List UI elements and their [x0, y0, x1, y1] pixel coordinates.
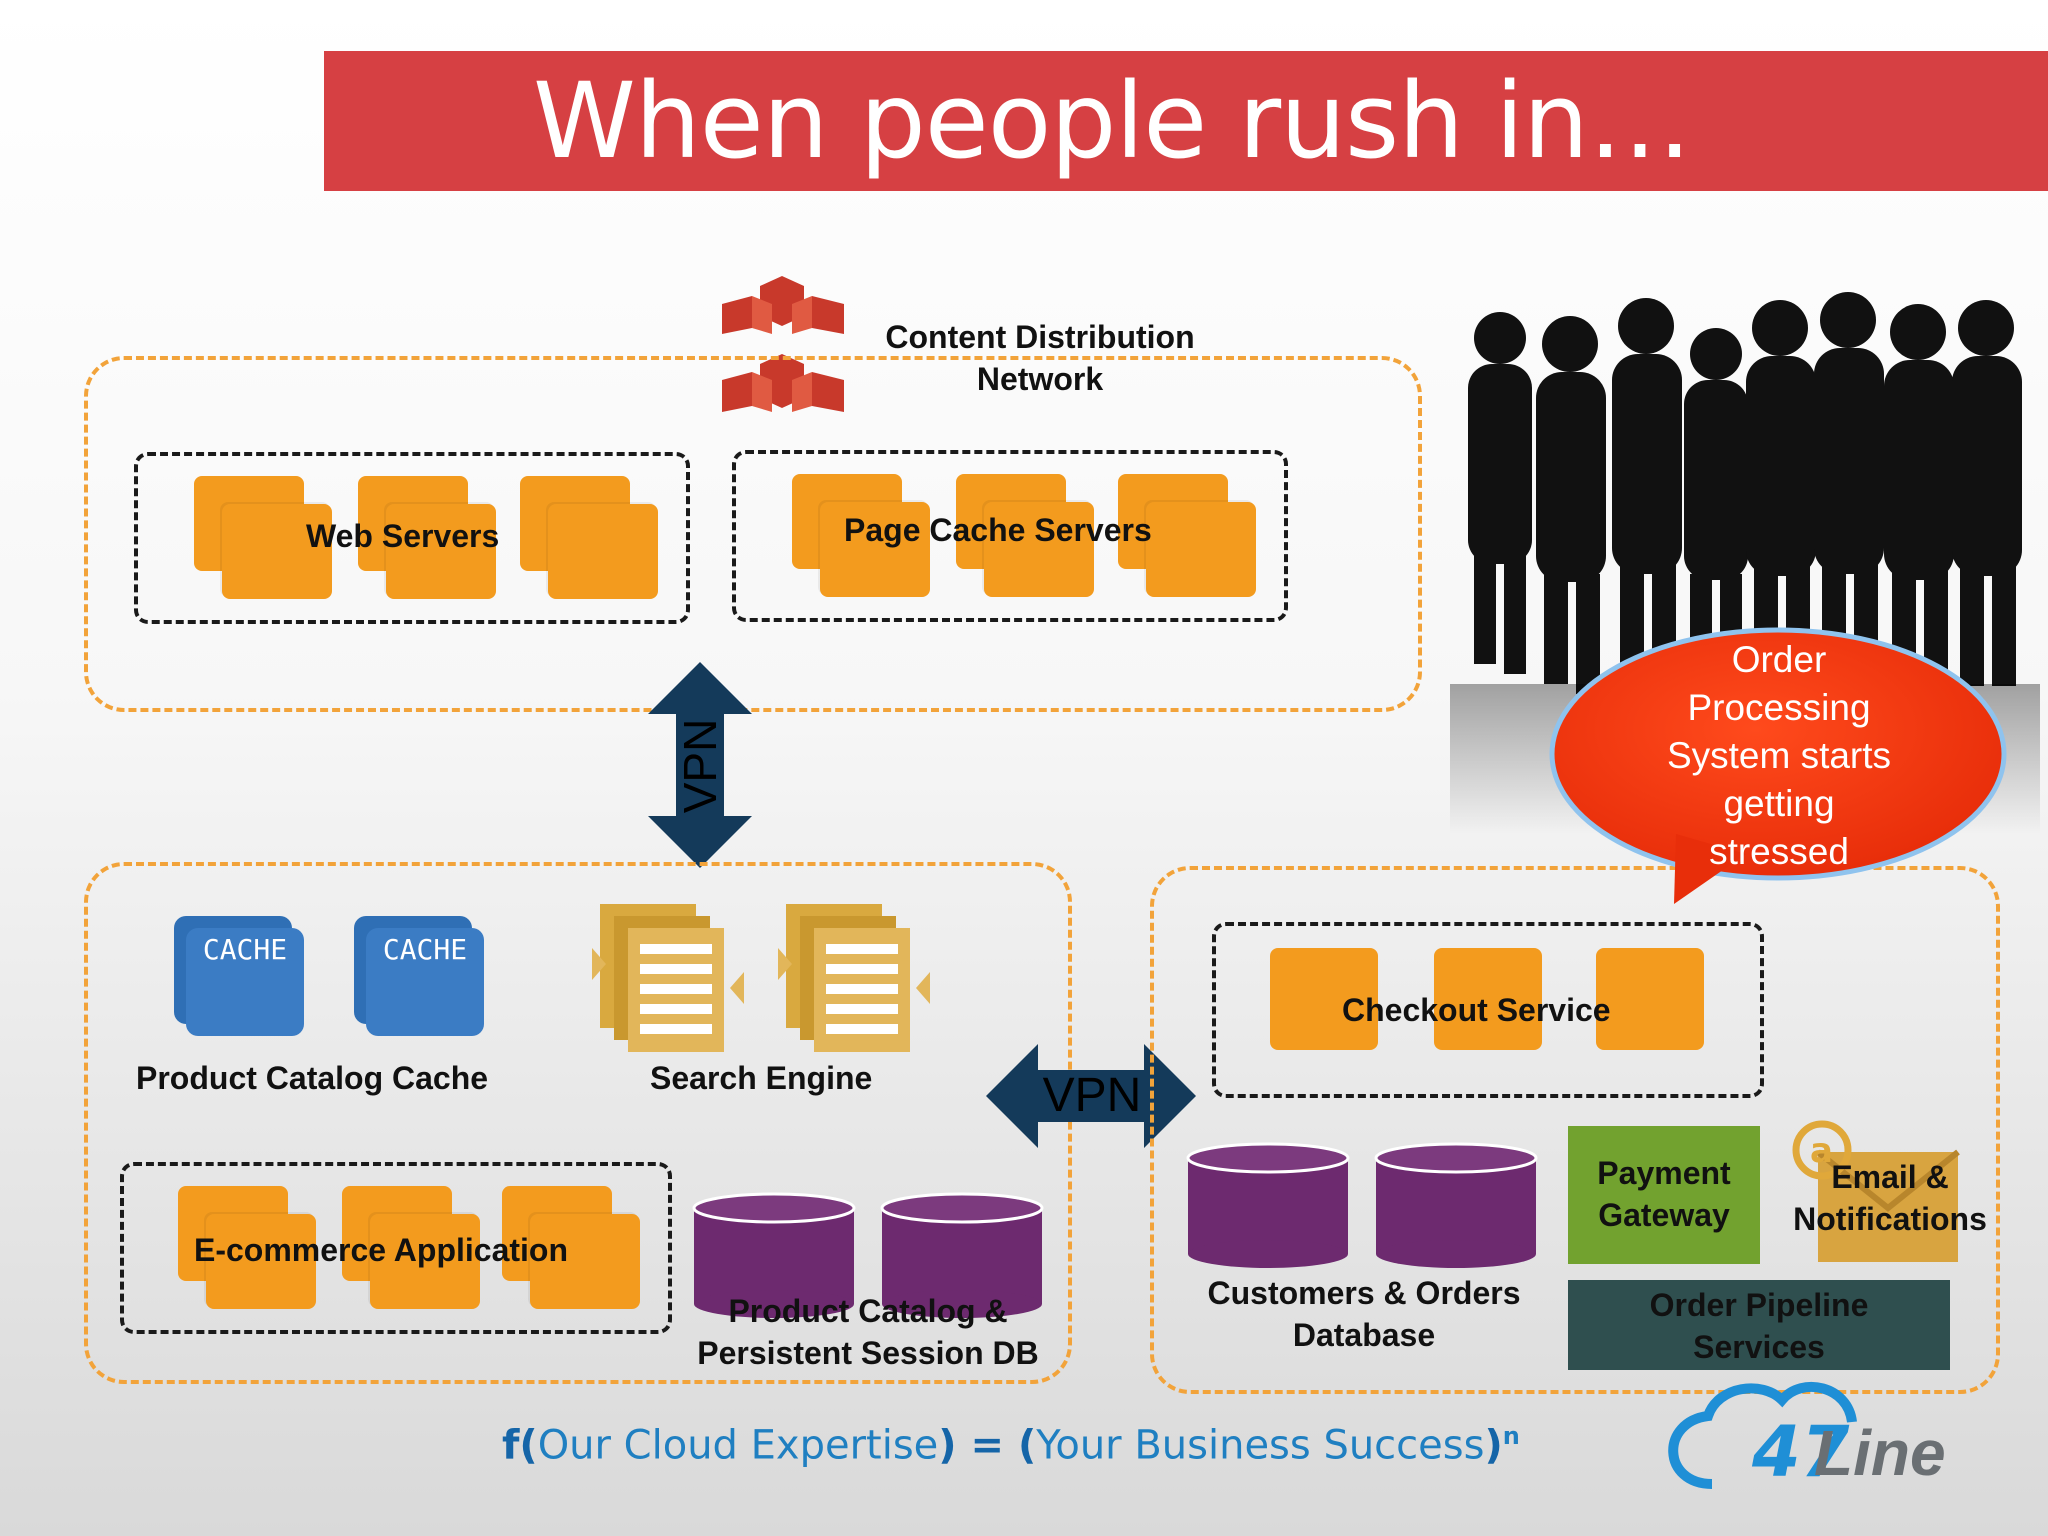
- page-cache-label: Page Cache Servers: [844, 512, 1152, 548]
- vpn-horizontal-label: VPN: [1042, 1069, 1142, 1122]
- vpn-vertical-label: VPN: [674, 718, 726, 814]
- logo-text: Line: [1814, 1417, 1946, 1489]
- search-engine-icon: [778, 904, 930, 1052]
- title-bar: [324, 51, 2048, 191]
- speech-bubble: [1549, 627, 2007, 904]
- page-title: When people rush in…: [533, 60, 1692, 182]
- footer-formula: f(Our Cloud Expertise) = (Your Business …: [502, 1422, 1520, 1469]
- checkout-tile: [1434, 948, 1542, 1050]
- email-icon: a: [1792, 1120, 1960, 1262]
- order-region: [1150, 866, 2000, 1394]
- ecommerce-tile: [342, 1186, 480, 1309]
- cache-icon: CACHE: [354, 916, 484, 1036]
- web-server-tile: [358, 476, 496, 599]
- web-tier-region: [84, 356, 1422, 712]
- cdn-icon: [722, 276, 844, 412]
- cdn-label: Content Distribution Network: [885, 319, 1195, 397]
- search-engine-label: Search Engine: [650, 1060, 873, 1096]
- ecommerce-label: E-commerce Application: [194, 1232, 569, 1268]
- web-servers-label: Web Servers: [306, 518, 500, 554]
- catalog-region: [84, 862, 1072, 1384]
- checkout-tile: [1596, 948, 1704, 1050]
- web-servers-group: [134, 452, 690, 624]
- company-logo: 47: [1668, 1381, 1857, 1493]
- page-cache-group: [732, 450, 1288, 622]
- product-db-label: Product Catalog &Persistent Session DB: [697, 1293, 1039, 1371]
- vpn-horizontal-arrow: [986, 1044, 1196, 1148]
- ecommerce-tile: [502, 1186, 640, 1309]
- checkout-tile: [1270, 948, 1378, 1050]
- search-engine-icon: [592, 904, 744, 1052]
- database-icon: [1186, 1142, 1538, 1268]
- vpn-vertical-arrow: [648, 662, 752, 868]
- product-catalog-cache-label: Product Catalog Cache: [136, 1060, 489, 1096]
- page-cache-tile: [1118, 474, 1256, 597]
- web-server-tile: [520, 476, 658, 599]
- page-cache-tile: [792, 474, 930, 597]
- ecommerce-group: [120, 1162, 672, 1334]
- ecommerce-tile: [178, 1186, 316, 1309]
- bubble-text: Order Processing System starts getting s…: [1666, 639, 1892, 872]
- page-cache-tile: [956, 474, 1094, 597]
- checkout-label: Checkout Service: [1342, 992, 1611, 1028]
- checkout-group: [1212, 922, 1764, 1098]
- svg-text:a: a: [1810, 1131, 1833, 1171]
- cache-icon: CACHE: [174, 916, 304, 1036]
- web-server-tile: [194, 476, 332, 599]
- email-label: Email &Notifications: [1793, 1159, 1987, 1237]
- database-icon: [692, 1192, 1044, 1318]
- svg-text:47: 47: [1751, 1411, 1850, 1493]
